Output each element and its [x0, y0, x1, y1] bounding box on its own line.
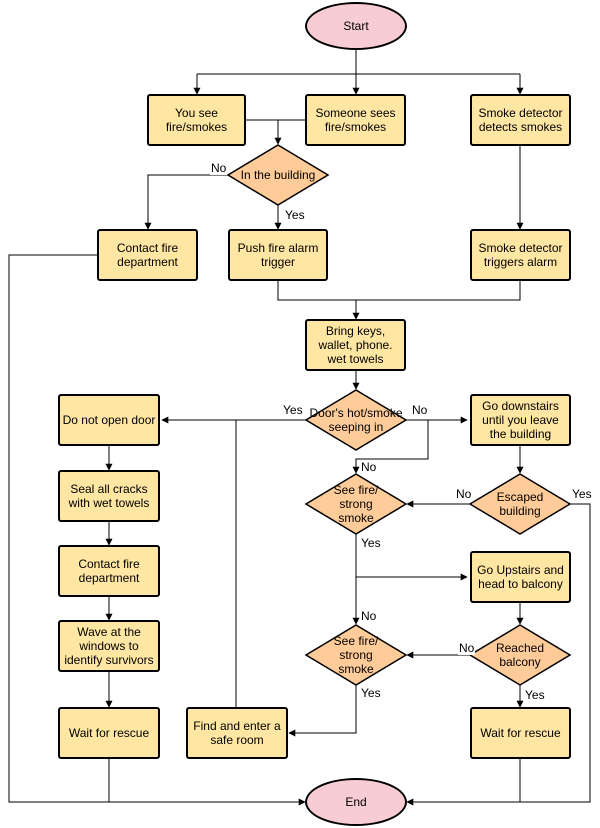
edge-contact1-to-end	[8, 254, 306, 806]
node-contact-fire-2[interactable]: Contact fire department	[58, 545, 160, 597]
edge-label-escaped-yes: Yes	[571, 487, 593, 501]
node-you-see[interactable]: You see fire/smokes	[147, 94, 246, 146]
node-bring-keys[interactable]: Bring keys, wallet, phone. wet towels	[305, 319, 406, 371]
connectors	[8, 50, 591, 806]
node-detector-triggers[interactable]: Smoke detector triggers alarm	[470, 229, 571, 281]
node-go-upstairs[interactable]: Go Upstairs and head to balcony	[470, 551, 571, 603]
start-node[interactable]: Start	[305, 2, 407, 50]
node-seal-cracks[interactable]: Seal all cracks with wet towels	[58, 470, 160, 522]
edge-push-to-keys	[277, 281, 521, 301]
diamond-escaped[interactable]	[468, 473, 572, 535]
node-go-downstairs[interactable]: Go downstairs until you leave the buildi…	[470, 394, 571, 446]
node-do-not-open[interactable]: Do not open door	[58, 394, 160, 446]
edge-start-split	[197, 50, 520, 75]
edge-label-door-no: No	[411, 403, 429, 417]
node-wave-windows[interactable]: Wave at the windows to identify survivor…	[58, 620, 160, 672]
edge-door-no-down	[352, 420, 429, 474]
node-wait-rescue-2[interactable]: Wait for rescue	[470, 707, 571, 759]
edge-see-fire-2-yes	[288, 685, 357, 737]
label-reached-balcony: Reached balcony	[495, 641, 545, 669]
edge-label-see-fire-2-no: No	[360, 609, 378, 623]
label-door-hot: Door's hot/smoke seeping in	[309, 406, 403, 434]
decision-diamonds	[226, 144, 572, 686]
node-contact-fire-1[interactable]: Contact fire department	[97, 229, 198, 281]
label-escaped: Escaped building	[496, 490, 544, 518]
edge-label-balcony-yes: Yes	[524, 688, 546, 702]
edge-label-escaped-no: No	[455, 487, 473, 501]
node-push-alarm[interactable]: Push fire alarm trigger	[228, 229, 328, 281]
node-smoke-detector[interactable]: Smoke detector detects smokes	[470, 94, 571, 146]
label-see-fire-1: See fire/ strong smoke	[333, 483, 379, 525]
label-see-fire-2: See fire/ strong smoke	[333, 634, 379, 676]
label-in-building: In the building	[240, 168, 316, 182]
edge-in-building-no	[144, 174, 228, 230]
node-wait-rescue-1[interactable]: Wait for rescue	[58, 707, 160, 759]
node-find-safe-room[interactable]: Find and enter a safe room	[186, 707, 288, 759]
edge-label-see-fire-1-no: No	[360, 460, 378, 474]
edge-label-balcony-no: No	[458, 641, 476, 655]
edge-escaped-yes	[406, 503, 591, 806]
diamond-door-hot[interactable]	[304, 389, 408, 451]
end-node[interactable]: End	[305, 778, 407, 826]
edge-label-see-fire-2-yes: Yes	[360, 686, 382, 700]
edge-label-in-building-no: No	[210, 161, 228, 175]
edge-label-see-fire-1-yes: Yes	[360, 536, 382, 550]
edge-label-door-yes: Yes	[282, 403, 304, 417]
node-someone-sees[interactable]: Someone sees fire/smokes	[305, 94, 406, 146]
edge-label-in-building-yes: Yes	[284, 208, 306, 222]
